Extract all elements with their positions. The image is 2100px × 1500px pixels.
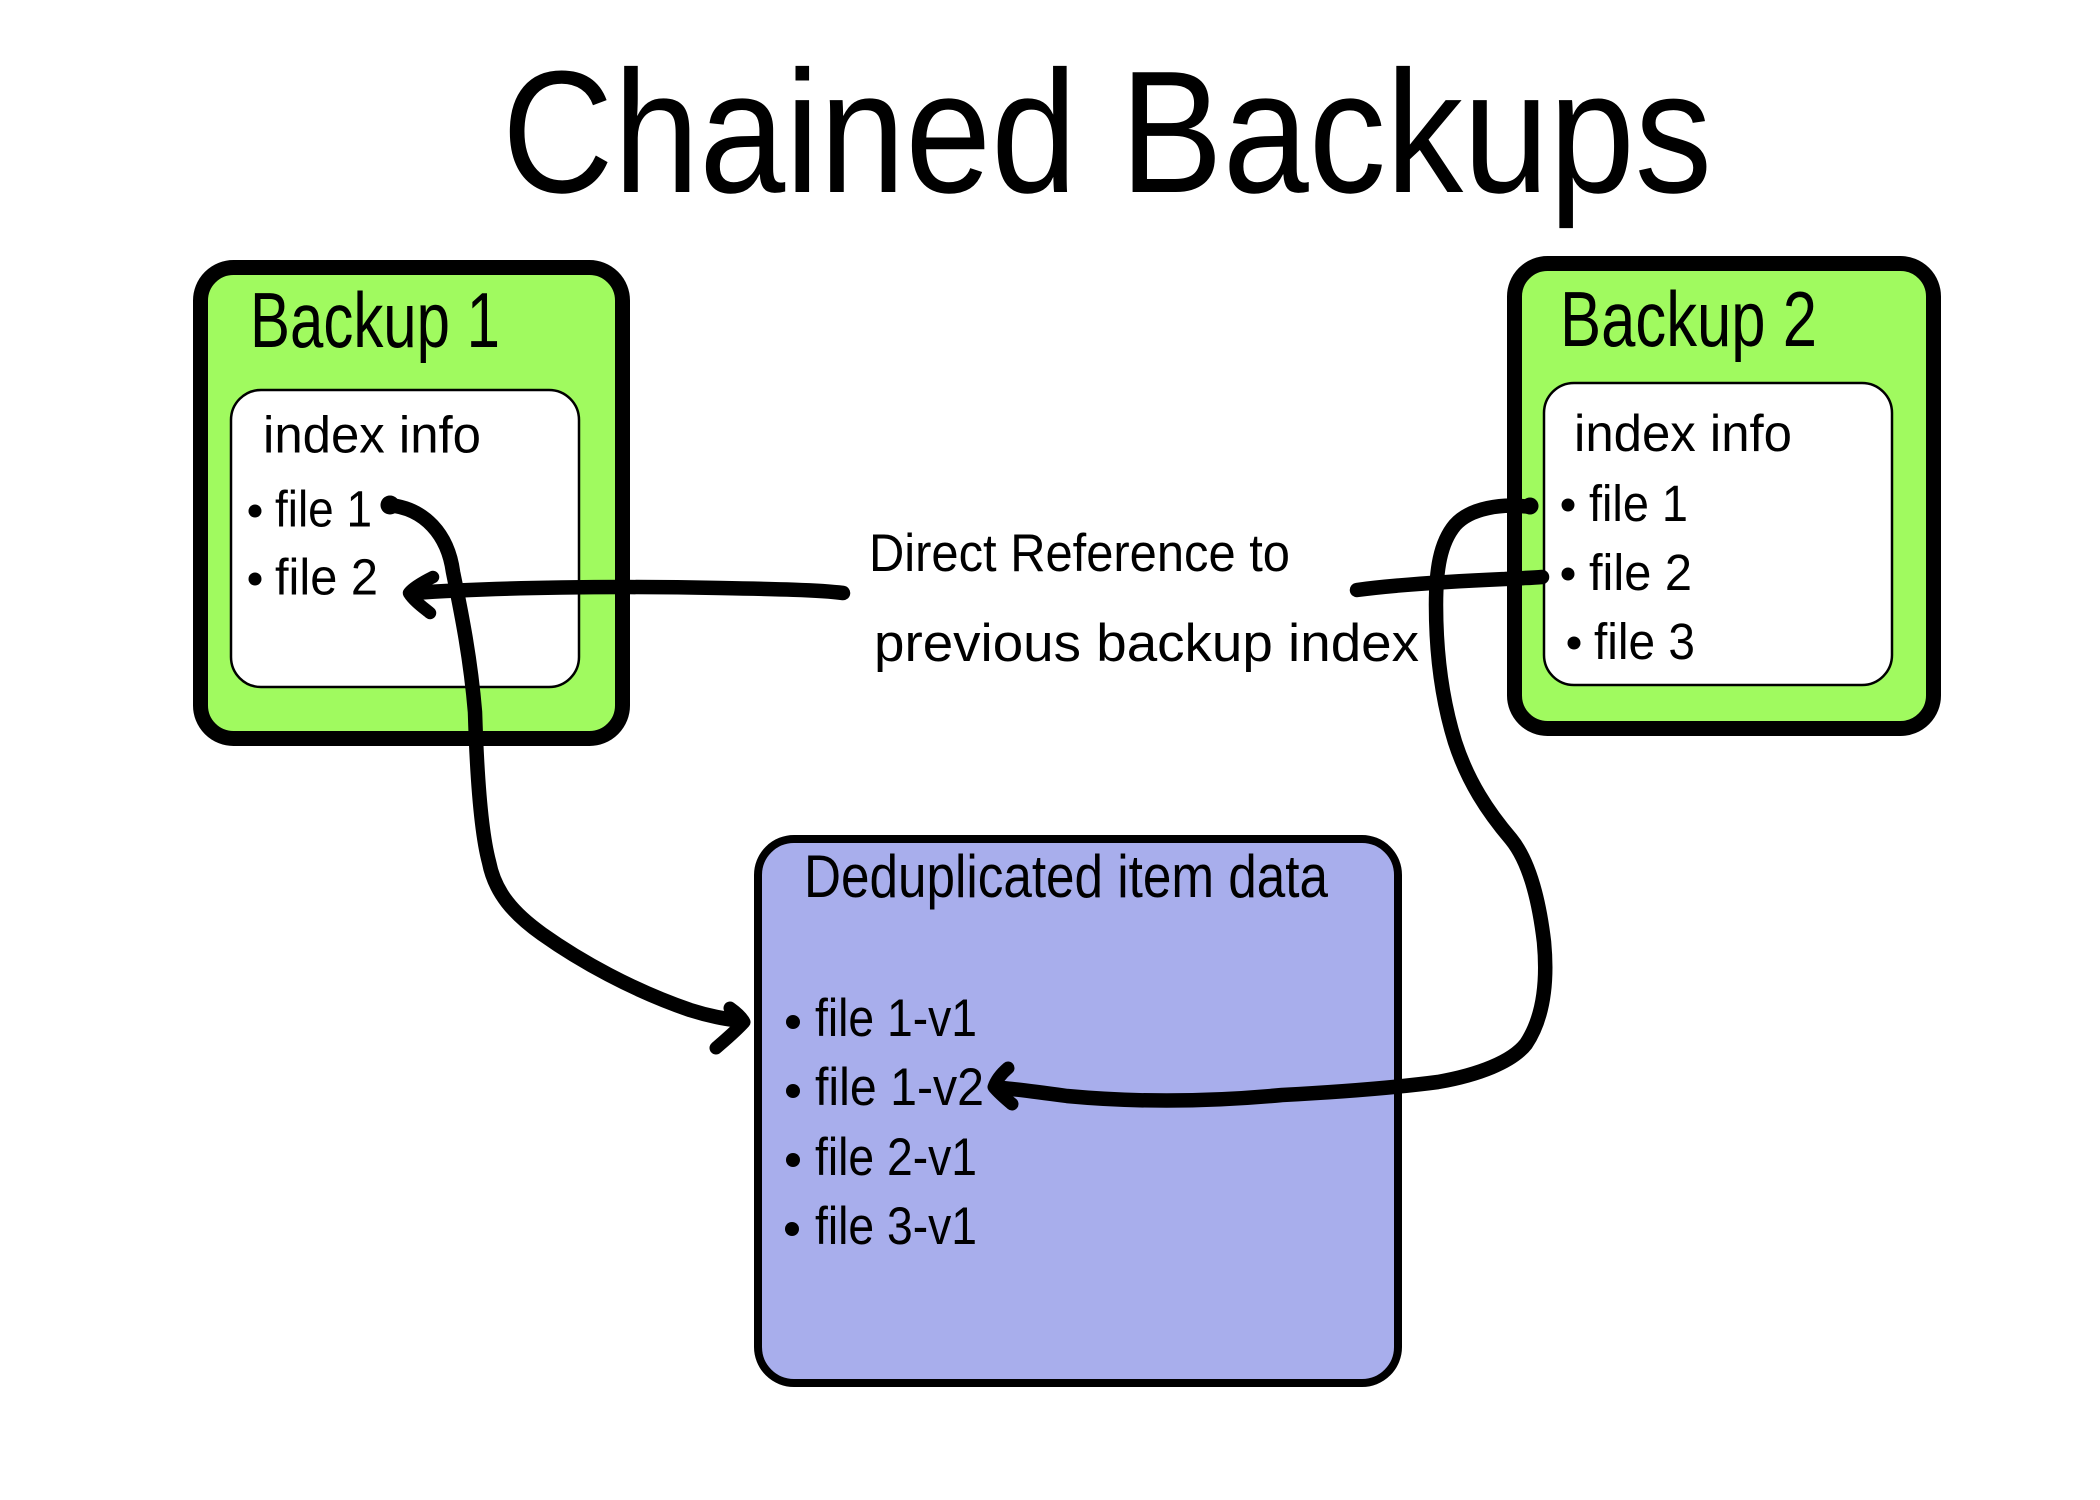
svg-text:Direct Reference to: Direct Reference to xyxy=(869,524,1290,583)
svg-text:file 3-v1: file 3-v1 xyxy=(815,1197,977,1256)
svg-text:previous backup index: previous backup index xyxy=(874,614,1419,673)
svg-text:index info: index info xyxy=(263,407,481,465)
svg-text:file 1-v1: file 1-v1 xyxy=(815,989,977,1048)
svg-text:Backup 2: Backup 2 xyxy=(1560,275,1817,363)
svg-text:file 1: file 1 xyxy=(275,481,372,538)
svg-text:file 2: file 2 xyxy=(275,549,378,606)
svg-text:file 3: file 3 xyxy=(1594,613,1695,670)
svg-text:Chained Backups: Chained Backups xyxy=(502,34,1712,229)
svg-text:Deduplicated item data: Deduplicated item data xyxy=(804,843,1329,910)
svg-text:file 1-v2: file 1-v2 xyxy=(815,1058,984,1117)
svg-text:file 2-v1: file 2-v1 xyxy=(815,1128,977,1187)
svg-text:file 1: file 1 xyxy=(1589,475,1688,532)
svg-text:index info: index info xyxy=(1574,405,1792,463)
svg-text:file 2: file 2 xyxy=(1589,544,1692,601)
svg-text:Backup 1: Backup 1 xyxy=(250,276,500,364)
